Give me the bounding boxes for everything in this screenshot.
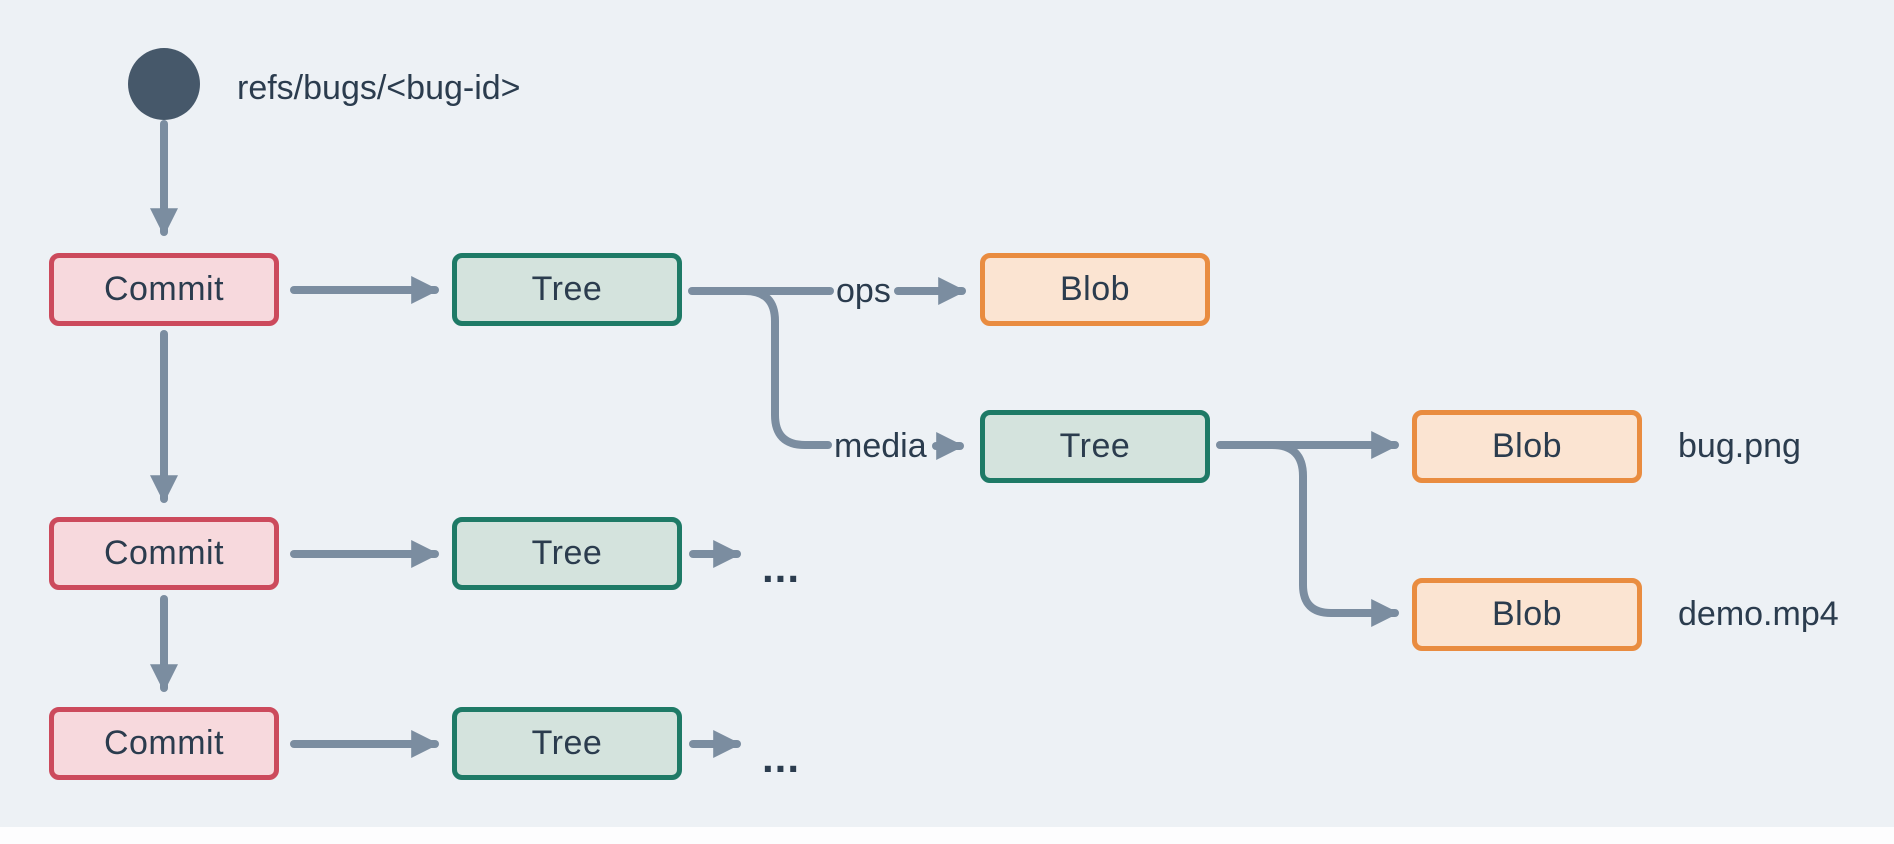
file-label-bug: bug.png: [1678, 427, 1801, 465]
ellipsis-row3: ...: [762, 734, 801, 781]
blob-node-ops: Blob: [980, 253, 1210, 326]
edge-tree1-branch-to-media-label: [741, 287, 832, 449]
commit-node-2: Commit: [49, 517, 279, 590]
tree-node-row1: Tree: [452, 253, 682, 326]
commit-node-1: Commit: [49, 253, 279, 326]
ref-label: refs/bugs/<bug-id>: [237, 69, 521, 107]
arrow-branch-to-blob-demo: [1268, 441, 1400, 627]
edge-label-media: media: [834, 427, 927, 465]
file-label-demo: demo.mp4: [1678, 595, 1839, 633]
ref-circle: [128, 48, 200, 120]
blob-node-bug: Blob: [1412, 410, 1642, 483]
ellipsis-row2: ...: [762, 544, 801, 591]
commit-node-3: Commit: [49, 707, 279, 780]
tree-node-row2: Tree: [452, 517, 682, 590]
tree-node-row3: Tree: [452, 707, 682, 780]
tree-node-media: Tree: [980, 410, 1210, 483]
blob-node-demo: Blob: [1412, 578, 1642, 651]
footer-strip: [0, 827, 1894, 844]
edge-label-ops: ops: [836, 272, 891, 310]
